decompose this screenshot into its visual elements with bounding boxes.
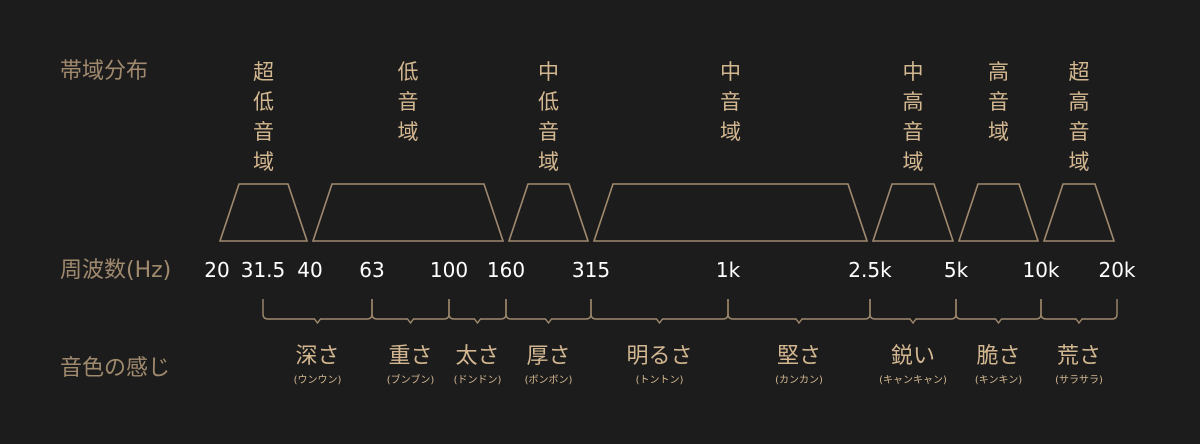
tone-brace: [590, 299, 729, 325]
frequency-tick-label: 2.5k: [848, 258, 892, 282]
band-distribution: 超低音域 低音域 中低音域 中音域 中高音域 高音域 超高音域: [218, 60, 1116, 242]
band-label: 低音域: [398, 60, 419, 144]
tone-reading: (ウンウン): [294, 374, 342, 386]
tone-impressions: 深さ (ウンウン) 重さ (ブンブン) 太さ (ドンドン) 厚さ (ボンボン) 明るさ (トントン…: [262, 299, 1118, 386]
tone-label: 鋭い: [891, 344, 935, 369]
frequency-tick-label: 20: [204, 258, 229, 282]
band-label: 中音域: [720, 60, 741, 144]
band-label: 超低音域: [253, 60, 274, 174]
frequency-tick-label: 40: [297, 258, 322, 282]
frequency-axis: 20 31.5 40 63 100 160 315 1k 2.5k 5k 10k 20k: [204, 258, 1136, 282]
frequency-tick-label: 100: [430, 258, 468, 282]
tone-label: 堅さ: [777, 344, 821, 369]
band-label-text: 中音域: [720, 60, 741, 144]
tone-row-label: 音色の感じ: [60, 356, 170, 381]
tone-reading: (ブンブン): [387, 373, 435, 386]
band-row-label: 帯域分布: [60, 59, 148, 84]
band-label-text: 中低音域: [538, 60, 559, 174]
tone-brace: [371, 299, 450, 325]
frequency-tick-label: 5k: [944, 258, 969, 282]
frequency-tick-label: 10k: [1022, 258, 1059, 282]
tone-brace: [262, 299, 373, 325]
tone-label: 明るさ: [626, 344, 692, 369]
tone-brace: [869, 299, 957, 325]
tone-brace: [505, 299, 592, 325]
band-label-text: 中高音域: [903, 60, 924, 174]
band-trapezoid: [507, 183, 590, 242]
band-label: 高音域: [988, 60, 1009, 144]
frequency-tick-label: 160: [487, 258, 525, 282]
tone-brace: [955, 299, 1042, 325]
tone-label: 厚さ: [526, 344, 570, 369]
frequency-row-label: 周波数(Hz): [60, 258, 171, 283]
tone-label: 荒さ: [1057, 344, 1101, 369]
band-trapezoid: [957, 183, 1040, 242]
tone-reading: (サラサラ): [1055, 374, 1103, 386]
band-label-text: 低音域: [398, 60, 419, 144]
tone-label: 重さ: [388, 344, 432, 369]
band-trapezoid: [218, 183, 309, 242]
band-trapezoid: [311, 183, 505, 242]
frequency-tick-label: 315: [572, 258, 610, 282]
tone-reading: (ボンボン): [525, 374, 573, 386]
tone-reading: (トントン): [636, 375, 684, 386]
tone-brace: [1040, 299, 1118, 325]
band-trapezoid: [871, 183, 955, 242]
tone-reading: (ドンドン): [454, 375, 502, 386]
band-label-text: 高音域: [988, 60, 1009, 144]
tone-reading: (カンカン): [775, 374, 823, 386]
tone-reading: (キャンキャン): [879, 375, 947, 386]
band-trapezoid: [592, 183, 869, 242]
tone-brace: [448, 299, 507, 325]
band-trapezoid: [1042, 183, 1116, 242]
tone-label: 太さ: [455, 344, 499, 369]
tone-brace: [727, 299, 871, 325]
frequency-tick-label: 63: [359, 258, 384, 282]
tone-label: 脆さ: [976, 344, 1020, 369]
tone-label: 深さ: [295, 344, 339, 369]
frequency-tick-label: 20k: [1098, 258, 1135, 282]
frequency-tick-label: 1k: [716, 258, 741, 282]
frequency-tick-label: 31.5: [241, 258, 286, 282]
band-label: 中高音域: [903, 60, 924, 174]
tone-reading: (キンキン): [975, 375, 1022, 386]
band-label: 超高音域: [1069, 60, 1090, 174]
band-label: 中低音域: [538, 60, 559, 174]
band-label-text: 超高音域: [1069, 60, 1090, 174]
band-label-text: 超低音域: [253, 60, 274, 174]
